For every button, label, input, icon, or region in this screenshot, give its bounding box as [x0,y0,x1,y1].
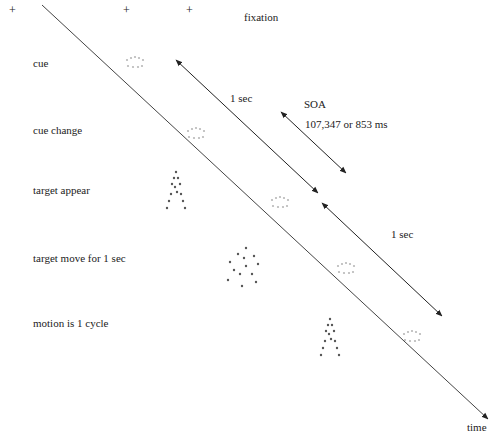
event-label: cue change [32,124,83,136]
interval-label: 1 sec [390,228,414,240]
cue-stimulus [271,196,289,208]
target-figure [227,247,259,287]
event-label: cue [32,57,49,69]
soa-value: 107,347 or 853 ms [304,118,389,130]
fixation-cross: + [8,4,17,17]
fixation-cross: + [185,4,194,17]
soa-label: SOA [303,98,327,110]
target-figure [166,171,186,209]
interval-label: 1 sec [229,92,253,104]
event-label: target appear [32,184,91,196]
cue-stimulus [403,330,421,342]
cue-stimulus [187,127,205,139]
event-label: motion is 1 cycle [32,317,109,329]
interval-arrow [322,203,442,316]
axis-label: time [466,421,488,433]
target-figure [320,318,340,356]
event-label: fixation [243,11,279,23]
event-label: target move for 1 sec [32,252,127,264]
cue-stimulus [337,262,355,274]
time-axis [42,5,488,419]
cue-stimulus [126,56,144,68]
fixation-cross: + [122,4,131,17]
